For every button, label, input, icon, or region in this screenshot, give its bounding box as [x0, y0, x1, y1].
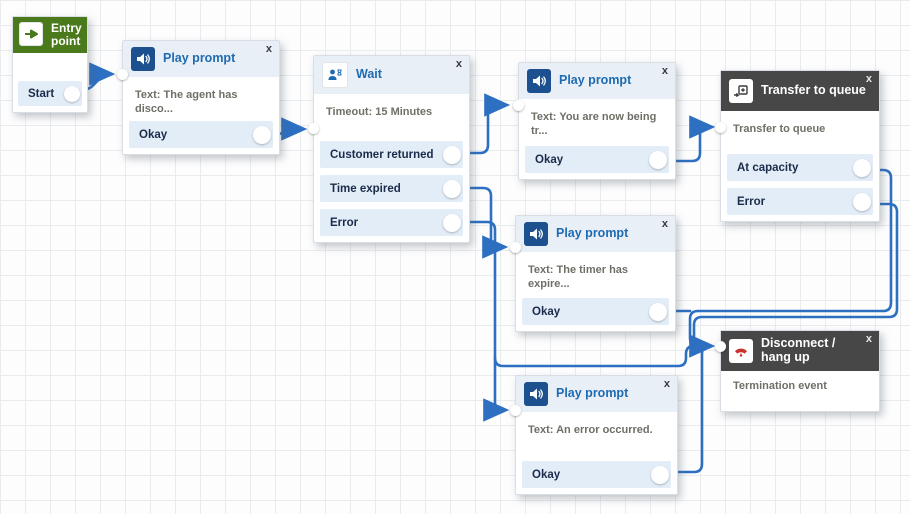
close-icon[interactable]: x	[661, 65, 668, 77]
input-port-play-prompt-1[interactable]	[117, 69, 128, 80]
connector-customer-returned-to-playprompt2[interactable]	[452, 93, 511, 155]
output-port[interactable]	[649, 150, 667, 169]
output-port[interactable]	[853, 158, 871, 177]
output-row-okay[interactable]: Okay	[522, 461, 671, 488]
output-label: Okay	[535, 153, 564, 166]
output-port[interactable]	[443, 213, 461, 232]
output-port[interactable]	[853, 192, 871, 211]
output-row-start[interactable]: Start	[18, 81, 82, 106]
output-port[interactable]	[651, 465, 669, 484]
output-label: At capacity	[737, 161, 799, 174]
output-row-time-expired[interactable]: Time expired	[320, 175, 463, 202]
output-label: Start	[28, 87, 55, 100]
wait-person-icon	[322, 62, 348, 88]
output-row-error[interactable]: Error	[727, 188, 873, 215]
input-port-transfer[interactable]	[715, 122, 726, 133]
output-label: Error	[330, 216, 359, 229]
output-label: Okay	[139, 128, 168, 141]
speaker-icon	[527, 69, 551, 93]
block-transfer-to-queue[interactable]: Transfer to queue x Transfer to queue At…	[720, 70, 880, 222]
close-icon[interactable]: x	[663, 378, 670, 390]
block-title: Play prompt	[556, 386, 629, 401]
speaker-icon	[524, 222, 548, 246]
block-title: Transfer to queue	[761, 83, 866, 98]
output-row-okay[interactable]: Okay	[522, 298, 669, 325]
connector-branch-to-disconnect[interactable]	[493, 344, 702, 368]
block-title: Entry point	[51, 21, 82, 49]
connector-error-to-playprompt4[interactable]	[452, 220, 510, 422]
output-port[interactable]	[443, 179, 461, 198]
output-row-okay[interactable]: Okay	[129, 121, 273, 148]
output-port[interactable]	[64, 85, 80, 102]
block-parameter-text: Text: The agent has disco...	[135, 89, 238, 115]
output-label: Error	[737, 195, 766, 208]
output-label: Okay	[532, 468, 561, 481]
block-play-prompt-4[interactable]: Play prompt x Text: An error occurred. O…	[515, 375, 678, 495]
output-port[interactable]	[443, 145, 461, 164]
entry-arrow-icon	[19, 22, 43, 46]
block-parameter-text: Text: You are now being tr...	[531, 111, 657, 137]
output-label: Okay	[532, 305, 561, 318]
block-title: Disconnect / hang up	[761, 336, 836, 364]
output-row-error[interactable]: Error	[320, 209, 463, 236]
hang-up-phone-icon	[729, 338, 753, 363]
output-row-at-capacity[interactable]: At capacity	[727, 154, 873, 181]
block-parameter-text: Transfer to queue	[733, 123, 826, 135]
block-parameter-text: Text: The timer has expire...	[528, 264, 629, 290]
block-entry-point[interactable]: Entry point Start	[12, 16, 88, 113]
output-row-okay[interactable]: Okay	[525, 146, 669, 173]
block-play-prompt-3[interactable]: Play prompt x Text: The timer has expire…	[515, 215, 676, 332]
input-port-play-prompt-3[interactable]	[510, 242, 521, 253]
output-port[interactable]	[649, 302, 667, 321]
close-icon[interactable]: x	[265, 43, 272, 55]
block-play-prompt-1[interactable]: Play prompt x Text: The agent has disco.…	[122, 40, 280, 155]
output-row-customer-returned[interactable]: Customer returned	[320, 141, 463, 168]
block-parameter-text: Termination event	[733, 379, 827, 392]
output-label: Time expired	[330, 182, 401, 195]
block-title: Wait	[356, 67, 382, 82]
block-disconnect-hang-up[interactable]: Disconnect / hang up x Termination event	[720, 330, 880, 412]
close-icon[interactable]: x	[455, 58, 462, 70]
input-port-play-prompt-2[interactable]	[513, 100, 524, 111]
block-play-prompt-2[interactable]: Play prompt x Text: You are now being tr…	[518, 62, 676, 180]
block-parameter-text: Text: An error occurred.	[528, 424, 653, 436]
output-label: Customer returned	[330, 148, 434, 161]
block-title: Play prompt	[163, 51, 236, 66]
input-port-disconnect[interactable]	[715, 341, 726, 352]
block-wait[interactable]: Wait x Timeout: 15 Minutes Customer retu…	[313, 55, 470, 243]
connector-playprompt2-to-transfer[interactable]	[657, 115, 716, 163]
output-port[interactable]	[253, 125, 271, 144]
close-icon[interactable]: x	[661, 218, 668, 230]
connector-playprompt4-okay-to-disconnect[interactable]	[659, 334, 716, 474]
input-port-wait[interactable]	[308, 123, 319, 134]
close-icon[interactable]: x	[865, 333, 872, 345]
input-port-play-prompt-4[interactable]	[510, 405, 521, 416]
block-title: Play prompt	[556, 226, 629, 241]
connector-transfer-error-to-disconnect[interactable]	[692, 202, 899, 348]
speaker-icon	[131, 47, 155, 71]
block-parameter-text: Timeout: 15 Minutes	[326, 106, 433, 118]
speaker-icon	[524, 382, 548, 406]
block-title: Play prompt	[559, 73, 632, 88]
close-icon[interactable]: x	[865, 73, 872, 85]
transfer-queue-icon	[729, 79, 753, 103]
